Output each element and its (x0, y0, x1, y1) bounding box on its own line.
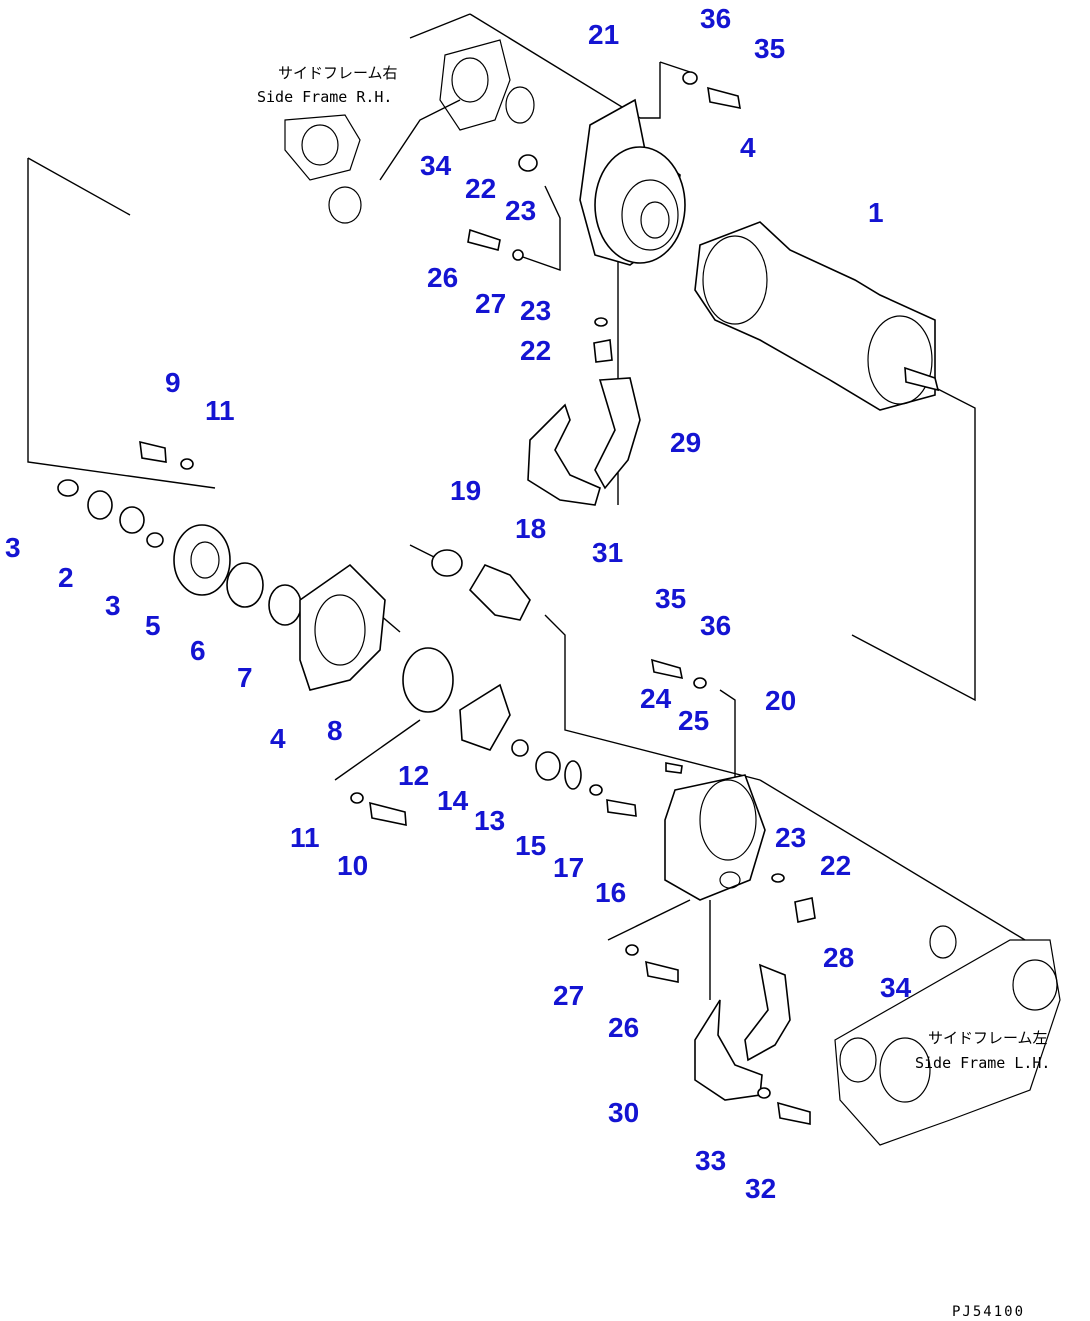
callout-16: 16 (595, 877, 626, 908)
callout-27: 27 (475, 288, 506, 319)
callout-7: 7 (237, 662, 253, 693)
callout-6: 6 (190, 635, 206, 666)
drawing-code: PJ54100 (952, 1304, 1025, 1320)
callout-12: 12 (398, 760, 429, 791)
bottom-housing-shape (664, 774, 766, 901)
callout-3: 3 (5, 532, 21, 563)
guard-31-shape (527, 403, 601, 506)
callout-30: 30 (608, 1097, 639, 1128)
callout-23: 23 (505, 195, 536, 226)
callout-24: 24 (640, 683, 672, 714)
callout-14: 14 (437, 785, 469, 816)
part-13-shape (535, 751, 561, 781)
callouts: 36 21 35 4 34 22 23 1 26 27 23 22 29 9 1… (5, 3, 912, 1204)
callout-4: 4 (270, 723, 286, 754)
guard-29-shape (594, 377, 641, 490)
assembly-lines (27, 13, 1026, 1000)
callout-31: 31 (592, 537, 623, 568)
callout-4: 4 (740, 132, 756, 163)
axle-assembly-shape (694, 221, 936, 411)
callout-34: 34 (420, 150, 452, 181)
callout-36: 36 (700, 610, 731, 641)
callout-23: 23 (520, 295, 551, 326)
callout-35: 35 (655, 583, 686, 614)
callout-17: 17 (553, 852, 584, 883)
callout-29: 29 (670, 427, 701, 458)
callout-36: 36 (700, 3, 731, 34)
callout-32: 32 (745, 1173, 776, 1204)
part-8-shape (402, 647, 454, 713)
callout-23: 23 (775, 822, 806, 853)
frame-label-lh-en: Side Frame L.H. (915, 1054, 1050, 1072)
callout-13: 13 (474, 805, 505, 836)
part-34-upper-shape (505, 86, 535, 124)
callout-28: 28 (823, 942, 854, 973)
callout-5: 5 (145, 610, 161, 641)
housing-plate-4-shape (299, 563, 386, 691)
callout-11: 11 (205, 395, 235, 426)
callout-9: 9 (165, 367, 181, 398)
part-6-shape (226, 562, 264, 608)
callout-3: 3 (105, 590, 121, 621)
side-frame-lh-shape (834, 939, 1061, 1146)
frame-label-rh-en: Side Frame R.H. (257, 88, 392, 106)
part-19-shape (431, 549, 463, 577)
callout-26: 26 (608, 1012, 639, 1043)
guard-28-shape (744, 963, 791, 1062)
callout-33: 33 (695, 1145, 726, 1176)
callout-22: 22 (465, 173, 496, 204)
callout-1: 1 (868, 197, 884, 228)
callout-26: 26 (427, 262, 458, 293)
callout-10: 10 (337, 850, 368, 881)
callout-18: 18 (515, 513, 546, 544)
callout-22: 22 (520, 335, 551, 366)
callout-22: 22 (820, 850, 851, 881)
side-frame-rh-shape (439, 39, 511, 131)
callout-27: 27 (553, 980, 584, 1011)
callout-19: 19 (450, 475, 481, 506)
frame-label-rh-jp: サイドフレーム右 (278, 64, 398, 82)
callout-11: 11 (290, 822, 320, 853)
callout-8: 8 (327, 715, 343, 746)
callout-25: 25 (678, 705, 709, 736)
callout-35: 35 (754, 33, 785, 64)
part-5-shape (173, 524, 231, 596)
part-7-shape (268, 584, 302, 626)
gear-12-shape (459, 683, 511, 751)
frame-label-lh-jp: サイドフレーム左 (928, 1029, 1048, 1047)
part-34-lower-shape (929, 925, 957, 959)
callout-2: 2 (58, 562, 74, 593)
callout-21: 21 (588, 19, 619, 50)
callout-20: 20 (765, 685, 796, 716)
part-18-shape (468, 564, 531, 621)
part-shapes (57, 39, 1061, 1146)
callout-34: 34 (880, 972, 912, 1003)
callout-15: 15 (515, 830, 546, 861)
